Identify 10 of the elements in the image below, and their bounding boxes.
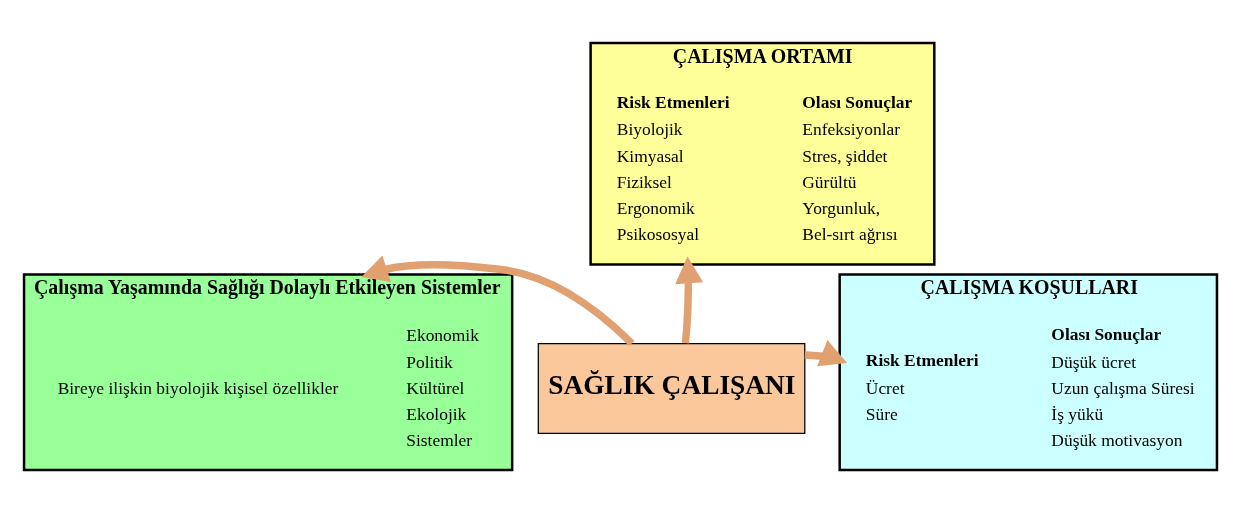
node-box: SAĞLIK ÇALIŞANI [537,342,806,434]
node-text: Olası Sonuçlar Düşük ücret Uzun çalışma Süresi İş yükü Düşük motivasyon [1051,323,1195,450]
arrow [675,256,704,344]
node-text: Ekonomik Politik Kültürel Ekolojik Sistemler [406,324,479,450]
node-text: Bireye ilişkin biyolojik kişisel özellikler [57,377,339,398]
arrow [804,339,848,366]
node-text: Risk Etmenleri Biyolojik Kimyasal Fiziksel Ergonomik Psikososyal [616,91,730,244]
node-text: Olası Sonuçlar Enfeksiyonlar Stres, şiddet Gürültü Yorgunluk, Bel-sırt ağrısı [802,91,913,244]
node-text: Risk Etmenleri Ücret Süre [865,349,979,424]
arrow [361,254,635,346]
